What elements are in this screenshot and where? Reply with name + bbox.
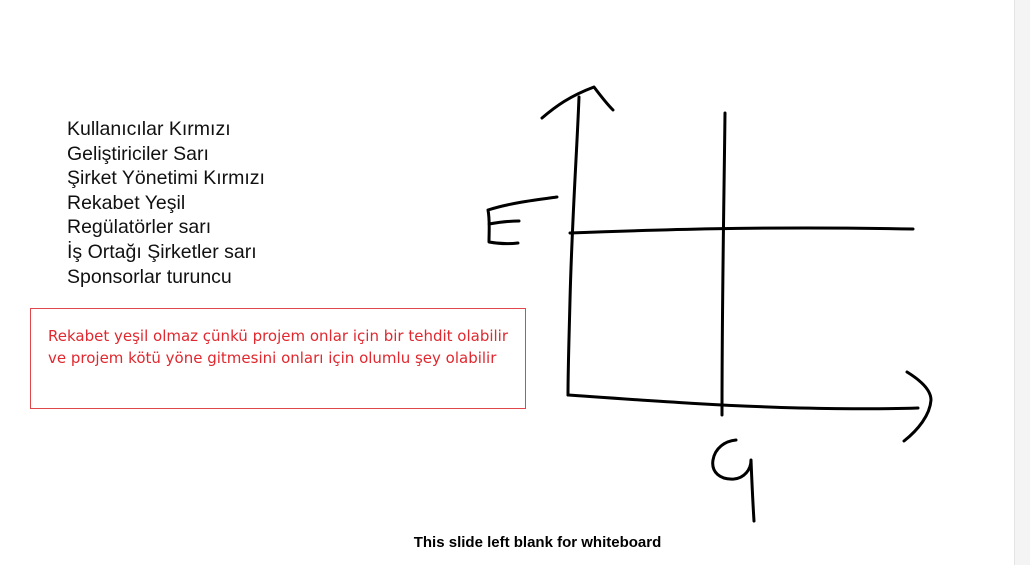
vertical-divider (720, 111, 727, 417)
slide-footer-caption: This slide left blank for whiteboard (413, 534, 662, 551)
x-axis-line (566, 393, 920, 411)
note-line-1: Rekabet yeşil olmaz çünkü projem onlar i… (48, 327, 509, 345)
stakeholder-item: Sponsorlar turuncu (67, 265, 232, 288)
note-text: Rekabet yeşil olmaz çünkü projem onlar i… (48, 325, 518, 369)
quadrant-sketch (486, 85, 933, 523)
stakeholder-item: Şirket Yönetimi Kırmızı (67, 167, 265, 190)
vertical-scrollbar[interactable] (1014, 0, 1030, 565)
x-axis-arrowhead (902, 370, 933, 443)
stakeholder-item: Geliştiriciler Sarı (67, 142, 209, 165)
x-axis-label-glyph (711, 438, 756, 523)
note-textbox[interactable]: Rekabet yeşil olmaz çünkü projem onlar i… (30, 308, 526, 409)
stakeholder-item: İş Ortağı Şirketler sarı (67, 240, 257, 263)
stakeholder-list: Kullanıcılar Kırmızı Geliştiriciler Sarı… (67, 117, 265, 289)
y-axis-line (566, 95, 581, 397)
stakeholder-item: Regülatörler sarı (67, 216, 212, 239)
horizontal-divider (568, 226, 915, 235)
note-line-2: ve projem kötü yöne gitmesini onları içi… (48, 349, 497, 367)
stakeholder-item: Rekabet Yeşil (67, 191, 186, 214)
y-axis-arrowhead (540, 85, 615, 120)
stakeholder-item: Kullanıcılar Kırmızı (67, 118, 231, 140)
y-axis-label-glyph (486, 195, 559, 246)
